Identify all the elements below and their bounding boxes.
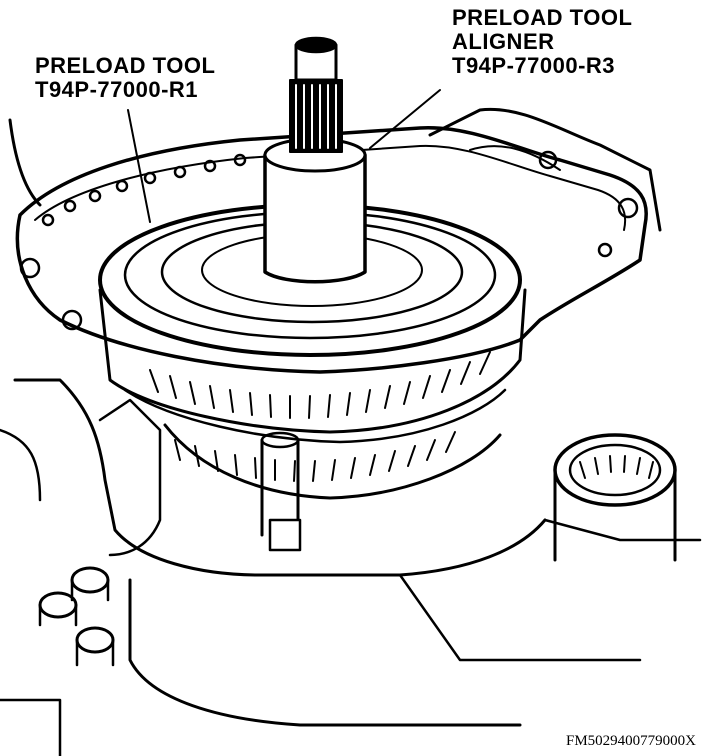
aligner-callout-line2: ALIGNER xyxy=(452,29,555,54)
preload-tool-callout: PRELOAD TOOL T94P-77000-R1 xyxy=(35,54,215,102)
gear-teeth xyxy=(149,351,491,482)
lower-housing xyxy=(0,378,702,727)
figure-id: FM5029400779000X xyxy=(565,733,696,749)
hydraulic-fittings xyxy=(0,566,115,756)
locating-post xyxy=(260,431,302,552)
preload-tool-shaft xyxy=(263,36,367,284)
leader-lines xyxy=(127,89,441,223)
aligner-callout-line1: PRELOAD TOOL xyxy=(452,5,633,30)
aligner-callout: PRELOAD TOOL ALIGNER T94P-77000-R3 xyxy=(452,6,632,78)
output-gear xyxy=(553,433,677,562)
flange-bolt-holes xyxy=(19,150,639,331)
preload-tool-callout-line2: T94P-77000-R1 xyxy=(35,77,199,102)
aligner-callout-line3: T94P-77000-R3 xyxy=(452,53,616,78)
preload-tool-callout-line1: PRELOAD TOOL xyxy=(35,53,216,78)
upper-housing xyxy=(8,107,662,232)
